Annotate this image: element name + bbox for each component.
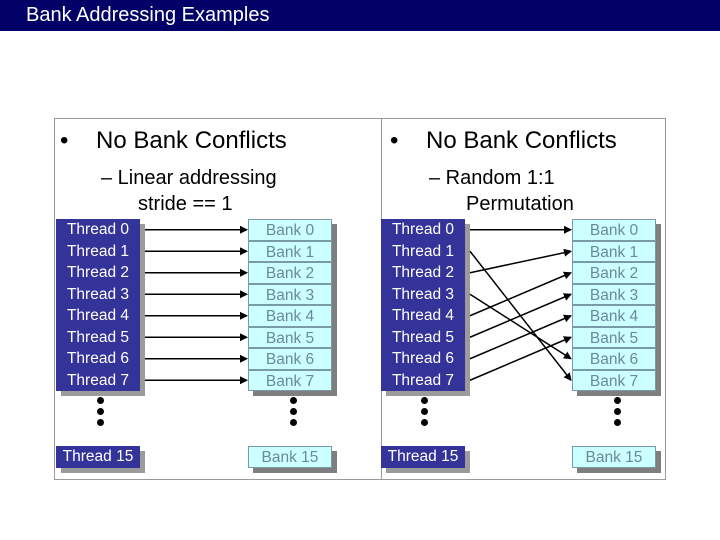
bank-cell: Bank 3 [248,283,332,305]
bank-cell: Bank 5 [572,326,656,348]
bank-cell: Bank 5 [248,326,332,348]
thread-cell: Thread 3 [56,283,140,305]
ellipsis-icon [290,397,300,430]
bank-cell: Bank 6 [572,348,656,370]
left-thread-stack: Thread 0 Thread 1 Thread 2 Thread 3 Thre… [56,219,140,391]
right-subtitle-line1: – Random 1:1 [429,167,555,189]
right-arrow [469,314,572,360]
right-arrow [469,271,572,317]
left-subtitle-line2: stride == 1 [138,193,233,215]
thread-cell: Thread 4 [381,305,465,327]
bank-cell: Bank 0 [248,219,332,241]
bank-cell: Bank 3 [572,283,656,305]
thread-cell: Thread 7 [56,369,140,391]
thread-cell: Thread 2 [56,262,140,284]
right-thread-stack: Thread 0 Thread 1 Thread 2 Thread 3 Thre… [381,219,465,391]
thread-cell: Thread 6 [56,348,140,370]
left-heading-text: No Bank Conflicts [96,127,287,154]
bank-cell: Bank 4 [248,305,332,327]
right-heading: • No Bank Conflicts [390,127,617,155]
thread-cell: Thread 2 [381,262,465,284]
bank-cell-last: Bank 15 [572,446,656,468]
bullet-icon: • [60,127,69,154]
right-subtitle-line2: Permutation [466,193,574,215]
title-bar: Bank Addressing Examples [0,0,720,31]
thread-cell: Thread 0 [56,219,140,241]
bank-cell-last: Bank 15 [248,446,332,468]
right-heading-text: No Bank Conflicts [426,127,617,154]
thread-cell: Thread 5 [381,326,465,348]
thread-cell: Thread 3 [381,283,465,305]
right-arrow [469,248,572,274]
ellipsis-icon [421,397,431,430]
bank-cell: Bank 2 [248,262,332,284]
thread-cell: Thread 1 [381,240,465,262]
bank-cell: Bank 1 [248,240,332,262]
left-subtitle: – Linear addressing stride == 1 [101,165,277,217]
thread-cell: Thread 6 [381,348,465,370]
bank-cell: Bank 7 [248,369,332,391]
bank-cell: Bank 7 [572,369,656,391]
bank-cell: Bank 0 [572,219,656,241]
thread-cell: Thread 0 [381,219,465,241]
bank-cell: Bank 4 [572,305,656,327]
right-arrow [469,293,572,338]
thread-cell: Thread 5 [56,326,140,348]
bank-cell: Bank 1 [572,240,656,262]
thread-cell-last: Thread 15 [56,446,140,468]
left-heading: • No Bank Conflicts [60,127,287,155]
left-bank-stack: Bank 0 Bank 1 Bank 2 Bank 3 Bank 4 Bank … [248,219,332,391]
right-arrow [469,293,572,360]
thread-cell: Thread 4 [56,305,140,327]
thread-cell: Thread 1 [56,240,140,262]
thread-cell-last: Thread 15 [381,446,465,468]
ellipsis-icon [614,397,624,430]
bank-cell: Bank 6 [248,348,332,370]
right-arrow [469,336,572,381]
left-subtitle-line1: – Linear addressing [101,167,277,189]
ellipsis-icon [97,397,107,430]
slide-title: Bank Addressing Examples [26,4,270,26]
bullet-icon: • [390,127,399,154]
bank-cell: Bank 2 [572,262,656,284]
right-subtitle: – Random 1:1 Permutation [429,165,574,217]
right-bank-stack: Bank 0 Bank 1 Bank 2 Bank 3 Bank 4 Bank … [572,219,656,391]
diagram-frame [54,118,666,480]
thread-cell: Thread 7 [381,369,465,391]
